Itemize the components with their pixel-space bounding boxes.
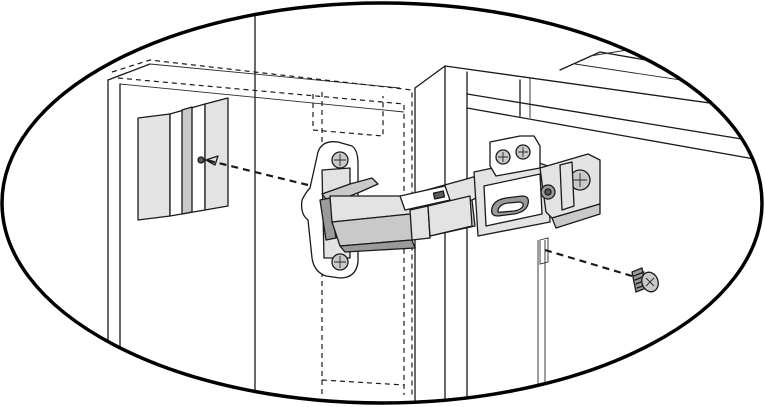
dowel-bracket [137,97,229,221]
guide-line-screw [544,248,633,278]
pilot-hole [197,156,205,164]
hinge-arm [319,161,529,253]
screw [631,267,659,293]
arrow-head [205,155,219,166]
oval-scene [107,3,761,403]
guide-line-cup [205,158,309,187]
mounting-plate [473,135,601,237]
plate-dowel [539,237,549,265]
